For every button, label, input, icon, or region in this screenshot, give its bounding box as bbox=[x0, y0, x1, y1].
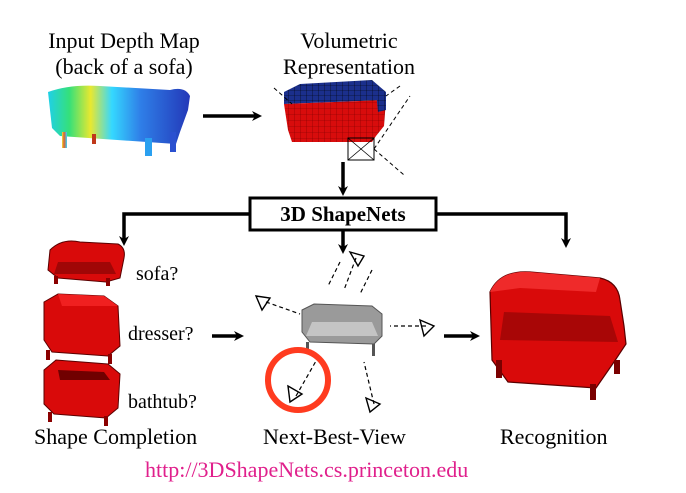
input-title-line2: (back of a sofa) bbox=[55, 54, 193, 79]
section-label-recognition: Recognition bbox=[500, 424, 608, 449]
input-depth-map-title: Input Depth Map (back of a sofa) bbox=[36, 28, 212, 80]
section-label-next-best-view: Next-Best-View bbox=[263, 424, 406, 449]
nbv-gray-sofa bbox=[301, 303, 383, 356]
volumetric-title-line1: Volumetric bbox=[300, 28, 398, 53]
candidate-label-bathtub: bathtub? bbox=[128, 391, 197, 413]
project-url-link[interactable]: http://3DShapeNets.cs.princeton.edu bbox=[145, 457, 469, 482]
volumetric-representation-title: Volumetric Representation bbox=[264, 28, 434, 80]
volumetric-voxel-image bbox=[273, 80, 411, 176]
branch-arrows bbox=[119, 212, 571, 254]
completion-bathtub-candidate bbox=[43, 359, 121, 426]
recognition-sofa-image bbox=[489, 271, 627, 400]
nbv-camera-views bbox=[265, 257, 426, 405]
nbv-camera-icons bbox=[254, 250, 436, 414]
volumetric-title-line2: Representation bbox=[283, 54, 415, 79]
input-depth-map-image bbox=[48, 85, 190, 156]
completion-dresser-candidate bbox=[43, 293, 121, 364]
candidate-label-sofa: sofa? bbox=[136, 263, 179, 285]
shapenets-box-label: 3D ShapeNets bbox=[280, 202, 405, 226]
candidate-label-dresser: dresser? bbox=[128, 323, 194, 345]
section-label-shape-completion: Shape Completion bbox=[34, 424, 198, 449]
nbv-highlight-ring bbox=[265, 347, 331, 413]
input-title-line1: Input Depth Map bbox=[48, 28, 200, 53]
completion-sofa-candidate bbox=[47, 240, 125, 286]
